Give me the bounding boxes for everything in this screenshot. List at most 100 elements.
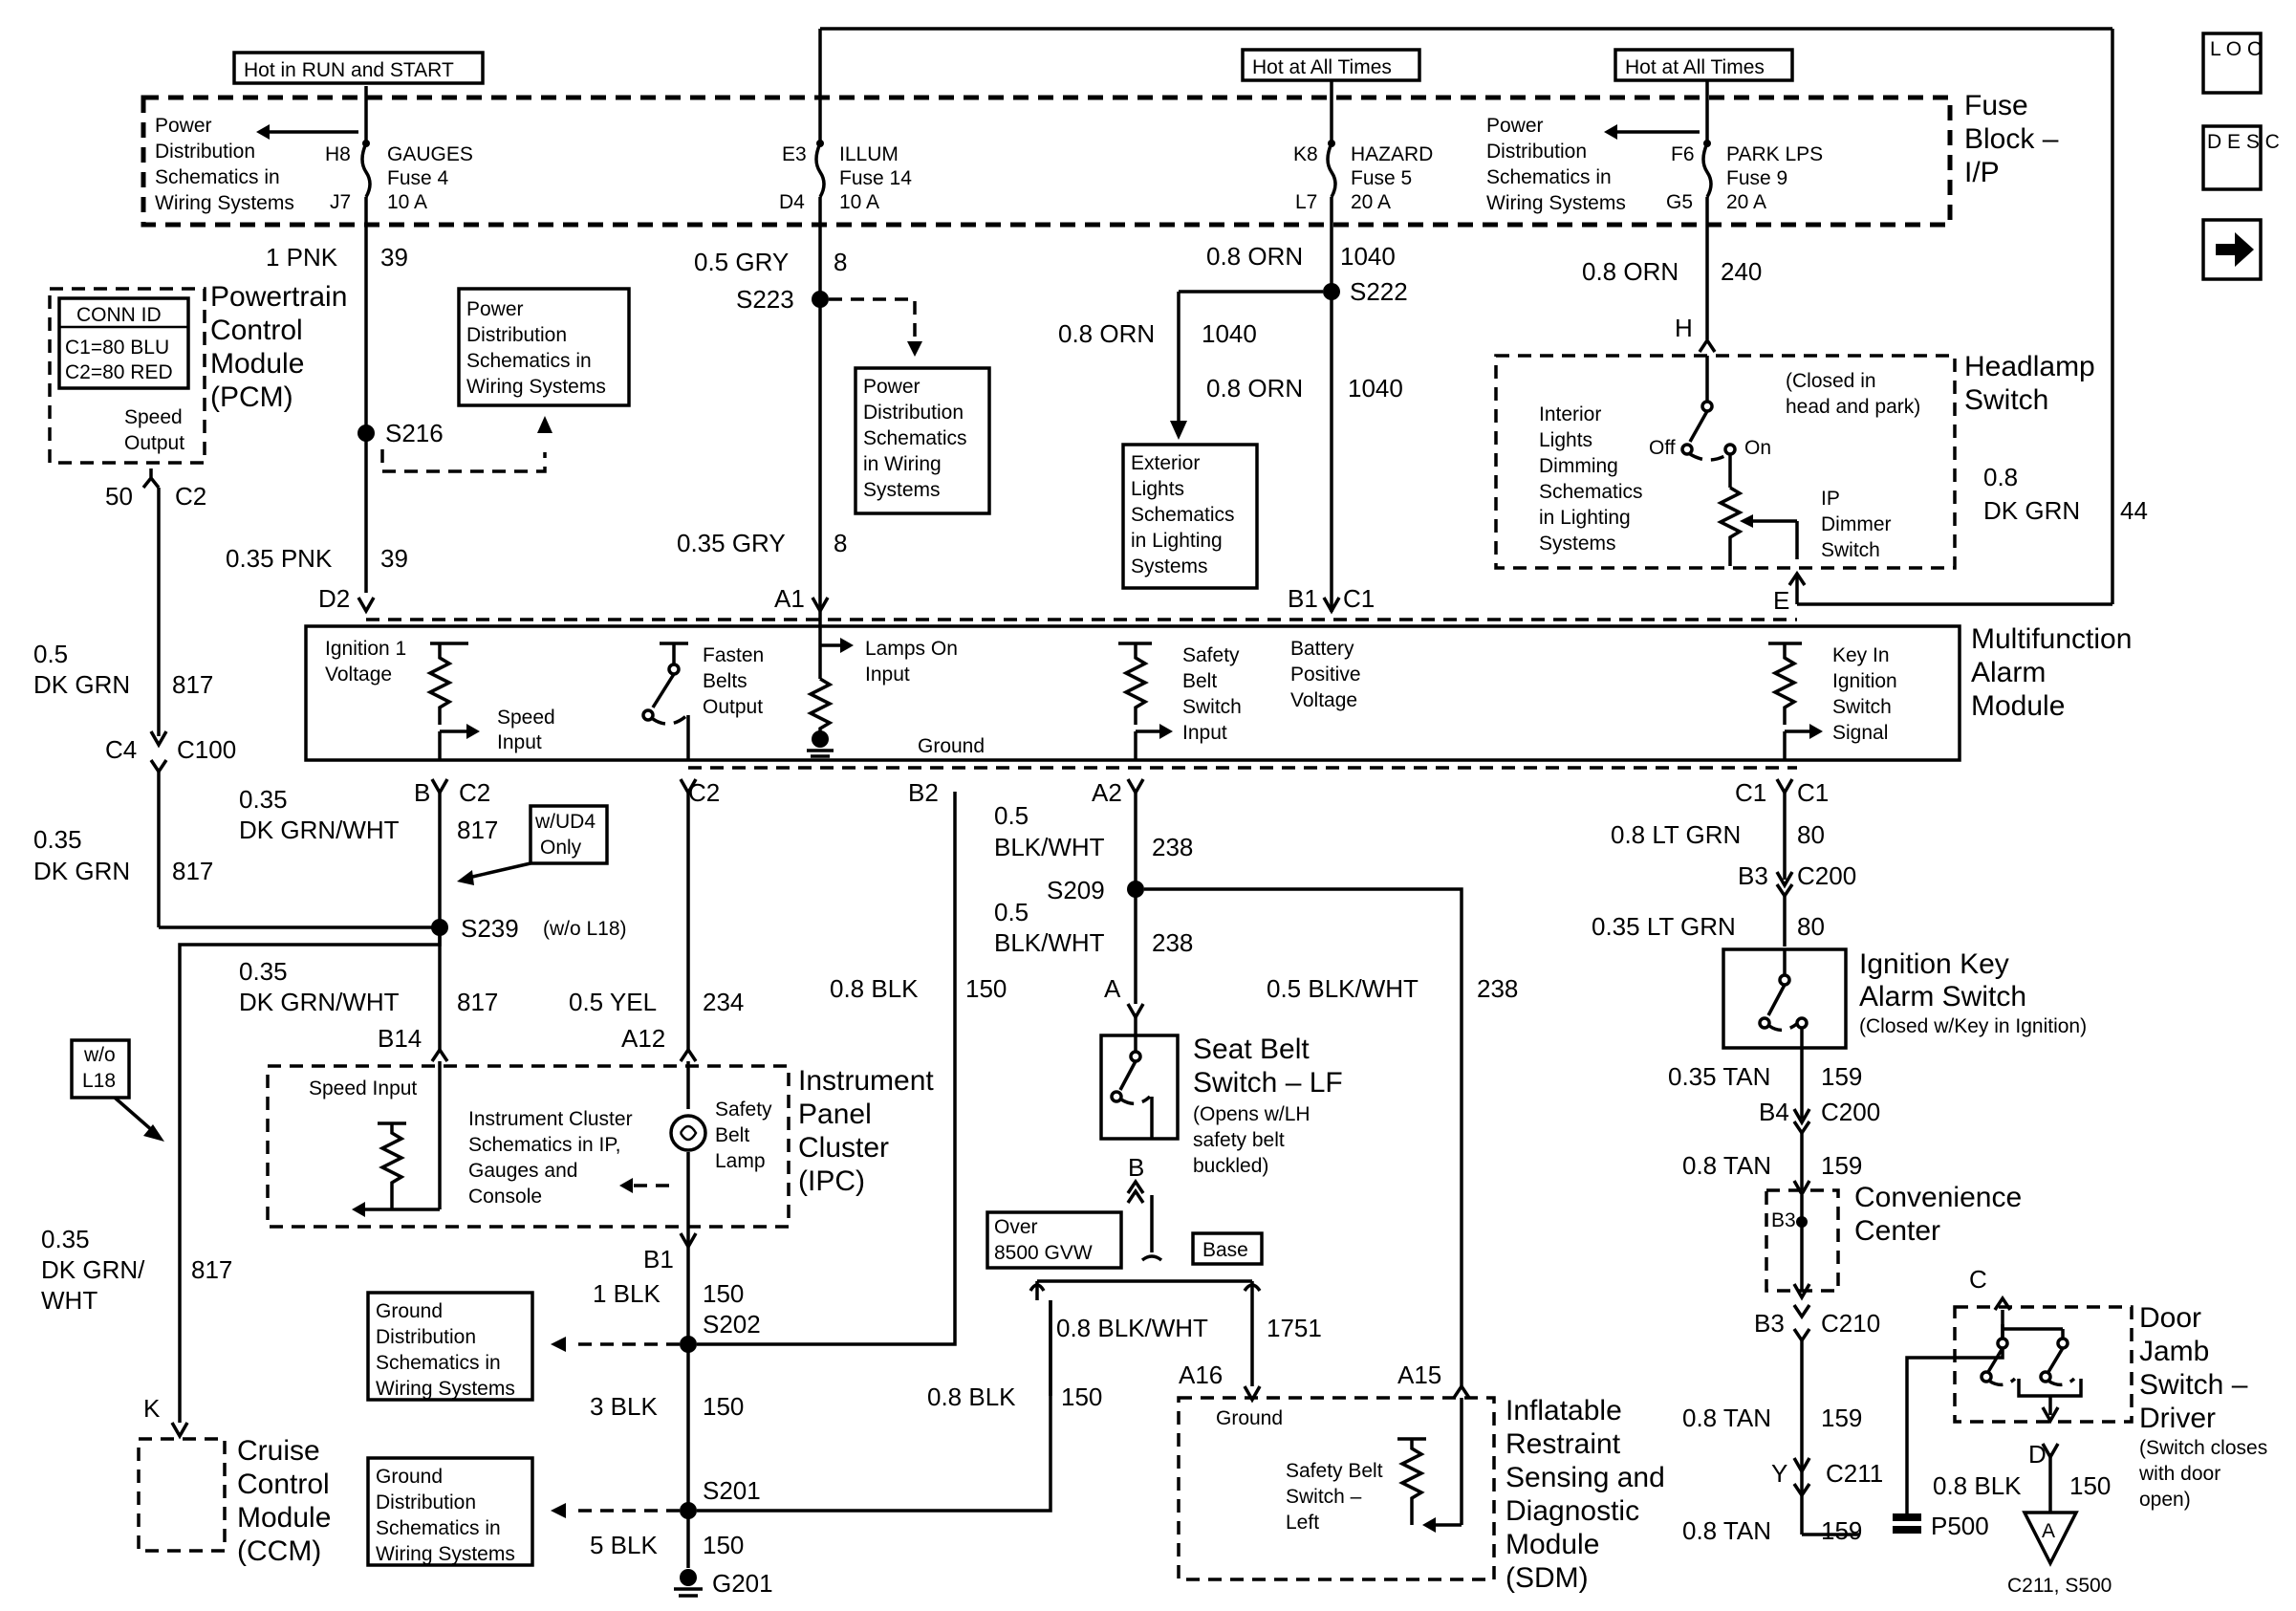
- svg-text:Gauges and: Gauges and: [468, 1160, 577, 1182]
- sdm-name-5: Module: [1505, 1529, 1599, 1560]
- exterior-box-line-1: Exterior: [1131, 452, 1200, 474]
- exterior-box-line-5: Systems: [1131, 555, 1208, 577]
- circuit-234: 234: [703, 988, 744, 1016]
- mam-sb-1: Safety: [1182, 644, 1240, 666]
- loc-button[interactable]: L O C: [2201, 32, 2263, 95]
- next-button[interactable]: [2201, 218, 2263, 281]
- hot-run-start-label: Hot in RUN and START: [244, 59, 454, 81]
- mam-ground: Ground: [918, 735, 985, 757]
- wire-tan-a: 0.35 TAN: [1668, 1062, 1770, 1091]
- pds-box-2: [854, 366, 991, 515]
- pcm-name-1: Powertrain: [210, 281, 347, 313]
- wire-08orn-a: 0.8 ORN: [1206, 242, 1303, 271]
- sdm-sb-1: Safety Belt: [1286, 1460, 1383, 1482]
- splice-s239-label: S239: [461, 914, 519, 943]
- gds-box-1-line-3: Schematics in: [376, 1352, 501, 1374]
- sdm-name-1: Inflatable: [1505, 1395, 1622, 1426]
- headlamp-closed-1: (Closed in: [1786, 370, 1876, 392]
- pin-b-seatbelt: B: [1128, 1153, 1144, 1182]
- base-box: [1191, 1231, 1264, 1266]
- fuse-gauges-rating: 10 A: [387, 191, 427, 213]
- svg-text:Dimming: Dimming: [1539, 455, 1618, 477]
- splice-s216: [357, 425, 375, 442]
- ipc-ref: Instrument Cluster Schematics in IP, Gau…: [468, 1108, 633, 1208]
- hot-all-times-box-1: [1241, 48, 1421, 82]
- fuse-hazard-number: Fuse 5: [1351, 167, 1412, 189]
- splice-s216-label: S216: [385, 419, 444, 447]
- wire-08bw: 0.8 BLK/WHT: [1056, 1314, 1208, 1342]
- headlamp-switch-outline: [1494, 354, 1957, 570]
- pcm-conn: C2: [175, 482, 206, 511]
- mam-fasten-3: Output: [703, 696, 763, 718]
- pin-d: D: [2028, 1440, 2047, 1469]
- pin-k: K: [143, 1394, 161, 1423]
- circuit-150-door: 150: [2069, 1471, 2111, 1500]
- wire-08blk-b: 0.8 BLK: [927, 1382, 1016, 1411]
- fuse-gauges-number: Fuse 4: [387, 167, 449, 189]
- fuse-hazard-icon: [1326, 142, 1337, 198]
- wire-3blk: 3 BLK: [590, 1392, 658, 1421]
- mam-fasten-2: Belts: [703, 670, 747, 692]
- pcm-outline: [48, 287, 206, 465]
- circuit-238-c: 238: [1477, 974, 1518, 1003]
- pin-y: Y: [1771, 1459, 1787, 1488]
- circuit-1040-b: 1040: [1202, 319, 1257, 348]
- iks-name-1: Ignition Key: [1859, 948, 2009, 980]
- pcm-name-4: (PCM): [210, 381, 293, 413]
- wire-05dkgrn-2: DK GRN: [33, 670, 130, 699]
- mam-sb-3: Switch: [1182, 696, 1242, 718]
- ipc-speed: Speed Input: [309, 1078, 417, 1099]
- circuit-817-e: 817: [191, 1255, 232, 1284]
- pin-c1: C1: [1343, 584, 1375, 613]
- conn-b4: B4: [1759, 1098, 1789, 1126]
- door-jamb-name-2: Jamb: [2139, 1336, 2209, 1367]
- ipc-lamp-3: Lamp: [715, 1150, 766, 1172]
- wire-08dkgrn-1: 0.8: [1983, 463, 2018, 491]
- conn-c200-b: C200: [1821, 1098, 1880, 1126]
- dimmer-resistor-icon: [1717, 486, 1744, 566]
- sdm-sb-3: Left: [1286, 1512, 1319, 1534]
- p500-label: P500: [1931, 1512, 1989, 1540]
- mam-bat-2: Positive: [1290, 664, 1361, 686]
- fuse-block-name-2: Block –: [1964, 123, 2059, 155]
- gds-box-1-line-4: Wiring Systems: [376, 1378, 515, 1400]
- splice-s202: [680, 1336, 697, 1353]
- desc-button[interactable]: D E S C: [2201, 124, 2280, 191]
- iks-name-2: Alarm Switch: [1859, 981, 2026, 1012]
- svg-text:Interior: Interior: [1539, 403, 1601, 425]
- wire-08orn-c: 0.8 ORN: [1206, 374, 1303, 403]
- fuse-hazard-out: L7: [1295, 191, 1317, 213]
- pin-d2: D2: [318, 584, 350, 613]
- circuit-1040-c: 1040: [1348, 374, 1403, 403]
- ud4-2: Only: [540, 837, 582, 859]
- loc-text: L O C: [2210, 38, 2262, 60]
- mam-key-4: Signal: [1832, 722, 1888, 744]
- mam-name-2: Alarm: [1971, 657, 2046, 688]
- circuit-817-b: 817: [172, 857, 213, 885]
- svg-text:Systems: Systems: [1539, 533, 1616, 555]
- circuit-1040-a: 1040: [1340, 242, 1396, 271]
- wire-05gry: 0.5 GRY: [694, 248, 789, 276]
- circuit-159-d: 159: [1821, 1516, 1862, 1545]
- wire-05yel: 0.5 YEL: [569, 988, 657, 1016]
- svg-text:Wiring Systems: Wiring Systems: [1486, 192, 1626, 214]
- circuit-150-c: 150: [703, 1392, 744, 1421]
- exterior-lights-box: [1121, 443, 1259, 590]
- fuse-hazard-in: K8: [1293, 143, 1318, 165]
- mam-bat-1: Battery: [1290, 638, 1354, 660]
- seatbelt-name-1: Seat Belt: [1193, 1034, 1310, 1065]
- svg-text:Power: Power: [1486, 115, 1544, 137]
- pin-a15: A15: [1397, 1361, 1441, 1389]
- circuit-150-e: 150: [1061, 1382, 1102, 1411]
- circuit-817-d: 817: [457, 988, 498, 1016]
- conn-c1-b: C1: [1797, 778, 1829, 807]
- wire-035gry: 0.35 GRY: [677, 529, 786, 557]
- pds-box-1-line-1: Power: [466, 298, 524, 320]
- splice-s222-label: S222: [1350, 277, 1408, 306]
- pcm-name-2: Control: [210, 315, 303, 346]
- pcm-c2: C2=80 RED: [65, 361, 173, 383]
- svg-text:Wiring Systems: Wiring Systems: [155, 192, 294, 214]
- conn-c211: C211: [1826, 1459, 1883, 1488]
- over-gvw-2: 8500 GVW: [994, 1242, 1093, 1264]
- wire-035pnk: 0.35 PNK: [226, 544, 333, 573]
